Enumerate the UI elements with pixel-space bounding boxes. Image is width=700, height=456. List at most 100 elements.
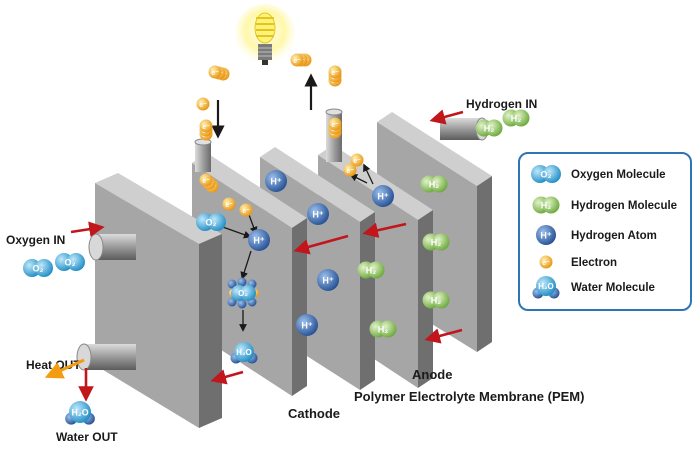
oxygen-inlet-pipe xyxy=(88,233,136,261)
legend-label: Oxygen Molecule xyxy=(571,169,666,181)
hydrogen-molecule: H₂ xyxy=(422,233,450,251)
molecule-symbol: H₂ xyxy=(431,296,442,306)
hydrogen-ion: H⁺ xyxy=(307,203,329,225)
molecule-symbol: H₂ xyxy=(484,124,495,134)
electron: e⁻ xyxy=(222,197,236,211)
water-molecule: H₂O xyxy=(65,401,95,425)
molecule-symbol: H₂O xyxy=(71,407,88,417)
molecule-symbol: e⁻ xyxy=(211,70,219,77)
anode-label: Anode xyxy=(412,367,452,382)
electron: e⁻ xyxy=(328,65,342,79)
hydrogen-ion: H⁺ xyxy=(265,170,287,192)
water-outlet-pipe xyxy=(76,343,136,371)
flow-arrow xyxy=(429,109,464,125)
hydrogen-molecule: H₂ xyxy=(422,291,450,309)
electron: e⁻ xyxy=(350,153,364,167)
molecule-symbol: e⁻ xyxy=(331,122,339,129)
electron: e⁻ xyxy=(196,97,210,111)
flow-arrow xyxy=(424,328,463,344)
molecule-symbol: H₂ xyxy=(431,238,442,248)
electron-icon: e⁻ xyxy=(539,255,553,269)
legend-item: e⁻ Electron xyxy=(539,255,617,269)
hydrogen-in-label: Hydrogen IN xyxy=(466,97,537,111)
oxygen-molecule-icon: O₂ xyxy=(531,165,561,183)
cathode-label: Cathode xyxy=(288,406,340,421)
cathode-terminal xyxy=(194,138,212,172)
molecule-symbol: e⁻ xyxy=(353,158,361,165)
flow-arrow xyxy=(362,222,407,238)
legend-item: O₂ Oxygen Molecule xyxy=(531,165,666,183)
molecule-symbol: H⁺ xyxy=(540,231,551,241)
molecule-symbol: H⁺ xyxy=(270,177,281,187)
flow-arrows xyxy=(44,109,464,402)
molecule-symbol: H₂O xyxy=(538,282,554,291)
molecule-symbol: H₂ xyxy=(378,325,389,335)
oxygen-hydrogen-cluster: O₂ xyxy=(227,277,259,309)
hydrogen-molecule-icon: H₂ xyxy=(532,196,560,214)
legend-label: Electron xyxy=(571,257,617,269)
molecule-symbol: e⁻ xyxy=(202,178,210,185)
molecule-symbol: e⁻ xyxy=(293,58,301,65)
light-bulb-icon xyxy=(235,4,295,65)
hydrogen-ion: H⁺ xyxy=(317,269,339,291)
flow-arrow xyxy=(210,369,244,385)
oxygen-in-label: Oxygen IN xyxy=(6,233,65,247)
legend-item: H₂O Water Molecule xyxy=(532,276,655,299)
molecule-symbol: H₂ xyxy=(511,114,522,124)
legend-label: Hydrogen Atom xyxy=(571,230,657,242)
electron: e⁻ xyxy=(328,117,342,131)
hydrogen-ion: H⁺ xyxy=(248,229,270,251)
molecule-symbol: H⁺ xyxy=(301,321,312,331)
molecule-symbol: H⁺ xyxy=(253,236,264,246)
reaction-arrows xyxy=(219,163,374,332)
molecule-symbol: e⁻ xyxy=(199,102,207,109)
oxygen-molecule: O₂ xyxy=(196,213,226,231)
hydrogen-molecule: H₂ xyxy=(420,175,448,193)
molecule-symbol: H⁺ xyxy=(322,276,333,286)
molecule-symbol: O₂ xyxy=(238,289,248,298)
legend-item: H₂ Hydrogen Molecule xyxy=(532,196,677,214)
molecule-symbol: e⁻ xyxy=(542,260,550,267)
hydrogen-molecule: H₂ xyxy=(357,261,385,279)
molecule-symbol: H₂O xyxy=(236,348,252,357)
molecule-symbol: e⁻ xyxy=(225,202,233,209)
water-molecule: H₂O xyxy=(230,342,258,364)
molecule-symbol: H₂ xyxy=(541,201,552,211)
molecule-symbol: e⁻ xyxy=(331,70,339,77)
electron: e⁻ xyxy=(208,65,222,79)
water-out-label: Water OUT xyxy=(56,430,118,444)
molecule-symbol: O₂ xyxy=(33,264,44,274)
legend-box xyxy=(518,152,692,311)
electron: e⁻ xyxy=(199,173,213,187)
molecule-symbol: H₂ xyxy=(429,180,440,190)
pem-label: Polymer Electrolyte Membrane (PEM) xyxy=(354,389,584,404)
molecule-symbol: e⁻ xyxy=(202,124,210,131)
hydrogen-molecule: H₂ xyxy=(369,320,397,338)
flow-arrow xyxy=(44,358,85,379)
flow-arrow xyxy=(70,221,105,237)
hydrogen-ion: H⁺ xyxy=(296,314,318,336)
hydrogen-atom-icon: H⁺ xyxy=(536,225,556,245)
electron: e⁻ xyxy=(343,163,357,177)
molecule-symbol: H⁺ xyxy=(312,210,323,220)
water-molecule-icon: H₂O xyxy=(532,276,560,299)
electron: e⁻ xyxy=(290,53,304,67)
molecule-symbol: e⁻ xyxy=(242,208,250,215)
molecule-symbol: O₂ xyxy=(206,218,217,228)
legend-item: H⁺ Hydrogen Atom xyxy=(536,225,657,245)
flow-arrow xyxy=(293,234,349,255)
hydrogen-molecule: H₂ xyxy=(502,109,530,127)
molecule-symbol: O₂ xyxy=(65,258,76,268)
molecules-layer: e⁻e⁻e⁻e⁻e⁻e⁻e⁻e⁻e⁻e⁻e⁻e⁻e⁻e⁻e⁻e⁻e⁻e⁻e⁻e⁻… xyxy=(23,53,530,425)
legend-label: Hydrogen Molecule xyxy=(571,200,677,212)
legend-label: Water Molecule xyxy=(571,282,655,294)
molecule-symbol: O₂ xyxy=(541,170,552,180)
oxygen-molecule: O₂ xyxy=(55,253,85,271)
molecule-symbol: H₂ xyxy=(366,266,377,276)
oxygen-molecule: O₂ xyxy=(23,259,53,277)
electron: e⁻ xyxy=(239,203,253,217)
molecule-symbol: e⁻ xyxy=(346,168,354,175)
